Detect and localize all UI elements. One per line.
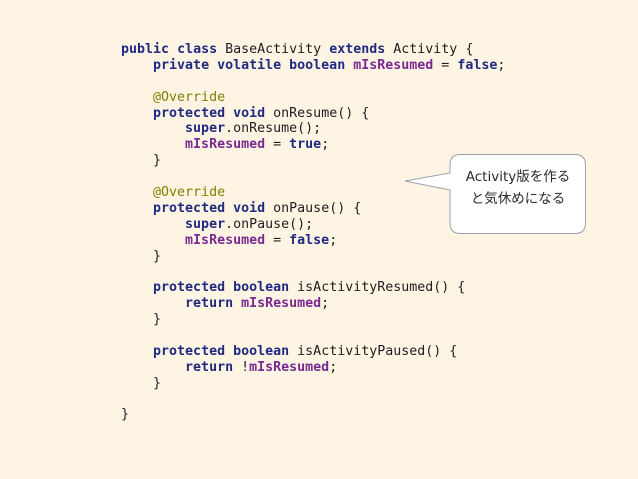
keyword: super [185,121,226,137]
speech-bubble-shape [404,154,586,234]
code-text: ; [329,232,338,248]
method-signature: onPause() { [273,200,362,216]
field-name: mIsResumed [249,359,330,375]
code-line: protected boolean isActivityResumed() { [121,280,505,296]
code-line: } [121,249,505,265]
code-line: private volatile boolean mIsResumed = fa… [121,58,505,74]
callout-line: と気休めになる [470,191,566,207]
keyword: protected [153,343,226,359]
code-line [121,328,505,344]
keyword: protected [153,200,226,216]
code-text: ! [241,359,250,375]
keyword: boolean [233,343,290,359]
code-line [121,74,505,90]
keyword: return [185,359,234,375]
keyword: true [289,137,322,153]
method-signature: isActivityResumed() { [297,280,466,296]
code-text: = [273,137,282,153]
code-text: } [121,407,130,423]
code-text: } [153,312,162,328]
keyword: public [121,42,170,57]
code-line: protected void onPause() { [121,201,505,217]
annotation: @Override [153,89,226,105]
field-name: mIsResumed [353,57,434,73]
keyword: protected [153,280,226,296]
speech-bubble-callout: Activity版を作る と気休めになる [404,154,588,236]
code-line: protected void onResume() { [121,106,505,122]
annotation: @Override [153,185,226,201]
field-name: mIsResumed [185,232,266,248]
code-text: = [441,57,450,73]
code-line [121,392,505,408]
code-text: ; [329,359,338,375]
code-line: mIsResumed = true; [121,137,505,153]
code-line: @Override [121,90,505,106]
callout-line: Activity版を作る [465,169,571,185]
code-text: = [273,232,282,248]
callout-text: Activity版を作る と気休めになる [452,166,584,210]
code-text: } [153,248,162,264]
method-signature: isActivityPaused() { [297,343,458,359]
code-line: protected boolean isActivityPaused() { [121,344,505,360]
keyword: private [153,57,210,73]
code-line: @Override [121,185,505,201]
keyword: super [185,216,226,232]
code-line: } [121,376,505,392]
keyword: class [177,42,218,57]
keyword: void [233,200,266,216]
keyword: void [233,105,266,121]
code-text: ; [321,296,330,312]
code-line: return !mIsResumed; [121,360,505,376]
code-text: ; [321,137,330,153]
field-name: mIsResumed [241,296,322,312]
code-line [121,264,505,280]
code-line: mIsResumed = false; [121,233,505,249]
field-name: mIsResumed [185,137,266,153]
code-text: .onPause(); [225,216,314,232]
keyword: false [289,232,330,248]
code-line: super.onPause(); [121,217,505,233]
code-line: } [121,312,505,328]
keyword: boolean [289,57,346,73]
keyword: false [457,57,498,73]
keyword: extends [329,42,386,57]
keyword: protected [153,105,226,121]
code-text: ; [497,57,506,73]
code-text: .onResume(); [225,121,322,137]
keyword: return [185,296,234,312]
code-text: } [153,375,162,391]
code-line: } [121,407,505,423]
code-line: public class BaseActivity extends Activi… [121,42,505,58]
code-block: public class BaseActivity extends Activi… [121,42,505,423]
code-text: Activity { [393,42,474,57]
code-text: } [153,153,162,169]
code-line: super.onResume(); [121,121,505,137]
code-line: return mIsResumed; [121,296,505,312]
keyword: boolean [233,280,290,296]
code-line: } [121,153,505,169]
method-signature: onResume() { [273,105,370,121]
class-name: BaseActivity [225,42,322,57]
keyword: volatile [217,57,282,73]
